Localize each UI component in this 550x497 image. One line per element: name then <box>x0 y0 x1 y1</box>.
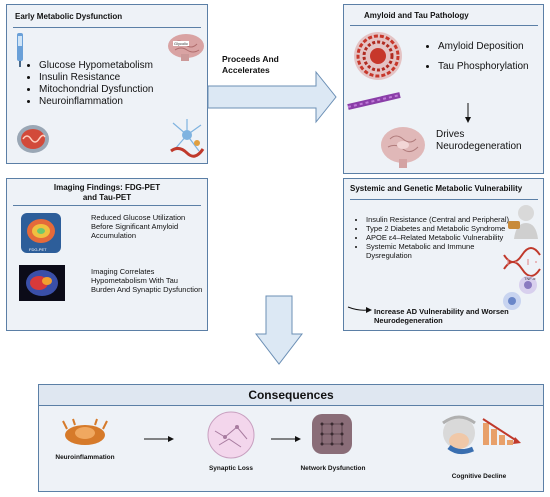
connector-arrow <box>207 70 337 124</box>
amyloid-tau-title: Amyloid and Tau Pathology <box>364 11 469 20</box>
early-item: Glucose Hypometabolism <box>39 60 209 72</box>
tau-fibril-icon <box>347 92 401 110</box>
insulin-pen-icon <box>17 33 23 67</box>
down-arrow-icon <box>465 103 471 123</box>
consequence-step-2: Synaptic Loss <box>208 465 254 472</box>
systemic-item: Type 2 Diabetes and Metabolic Syndrome <box>366 224 516 233</box>
amyloid-item: Amyloid Deposition <box>438 41 548 53</box>
tnf-alpha-label: TNF-α <box>524 276 536 281</box>
systemic-genetic-title: Systemic and Genetic Metabolic Vulnerabi… <box>350 184 523 193</box>
systemic-item: Insulin Resistance (Central and Peripher… <box>366 215 516 224</box>
network-brain-icon <box>312 414 352 454</box>
brain-label: Glycolic <box>173 41 190 46</box>
dna-icon <box>503 247 541 277</box>
tau-pet-scan-icon <box>19 265 65 301</box>
fdg-pet-scan-icon <box>21 213 61 253</box>
cognitive-decline-icon <box>442 415 521 455</box>
connector-label: Proceeds And Accelerates <box>222 54 279 75</box>
consequence-step-4: Cognitive Decline <box>451 473 507 480</box>
step-arrow-icon <box>144 436 174 442</box>
immune-cells-icon <box>503 276 537 310</box>
systemic-outcome: Increase AD Vulnerability and Worsen Neu… <box>374 307 509 325</box>
amyloid-tau-panel: Amyloid and Tau Pathology Amyloid Deposi… <box>343 4 544 174</box>
amyloid-plaque-icon <box>354 32 402 80</box>
consequences-header <box>39 385 543 406</box>
amyloid-tau-list: Amyloid Deposition Tau Phosphorylation <box>428 41 548 73</box>
imaging-finding-1: Reduced Glucose Utilization Before Signi… <box>91 213 186 240</box>
consequences-panel: Consequences Neuroinflammation Synaptic … <box>38 384 544 492</box>
consequence-step-1: Neuroinflammation <box>55 454 115 461</box>
imaging-findings-title: Imaging Findings: FDG-PET and Tau-PET <box>53 183 161 202</box>
systemic-genetic-list: Insulin Resistance (Central and Peripher… <box>356 215 516 260</box>
synapse-icon <box>207 411 255 459</box>
imaging-findings-panel: Imaging Findings: FDG-PET and Tau-PET FD… <box>6 178 208 331</box>
neuroinflammation-icon <box>170 119 205 158</box>
systemic-item: Systemic Metabolic and Immune Dysregulat… <box>366 242 516 260</box>
curved-arrow-icon <box>347 306 372 313</box>
step-arrow-icon <box>271 436 301 442</box>
early-metabolic-list: Glucose Hypometabolism Insulin Resistanc… <box>29 60 209 108</box>
neuroinflammation-cell-icon <box>62 418 108 445</box>
systemic-genetic-panel: Systemic and Genetic Metabolic Vulnerabi… <box>343 178 544 331</box>
amyloid-item: Tau Phosphorylation <box>438 61 548 73</box>
early-metabolic-panel: Early Metabolic Dysfunction Glycolic Glu… <box>6 4 208 164</box>
imaging-finding-2: Imaging Correlates Hypometabolism With T… <box>91 267 203 294</box>
early-item: Mitochondrial Dysfunction <box>39 84 209 96</box>
consequences-title: Consequences <box>248 388 334 402</box>
early-item: Neuroinflammation <box>39 96 209 108</box>
systemic-item: APOE ε4–Related Metabolic Vulnerability <box>366 233 516 242</box>
fdg-pet-label: FDG-PET <box>29 247 47 252</box>
consequence-step-3: Network Dysfunction <box>300 465 366 472</box>
brain-section-icon <box>381 127 425 168</box>
mitochondria-icon <box>17 125 49 153</box>
early-metabolic-title: Early Metabolic Dysfunction <box>15 12 123 21</box>
early-item: Insulin Resistance <box>39 72 209 84</box>
person-icon <box>508 205 538 239</box>
brain-icon <box>168 34 204 61</box>
amyloid-outcome: Drives Neurodegeneration <box>436 129 522 152</box>
flow-down-arrow <box>254 295 304 365</box>
